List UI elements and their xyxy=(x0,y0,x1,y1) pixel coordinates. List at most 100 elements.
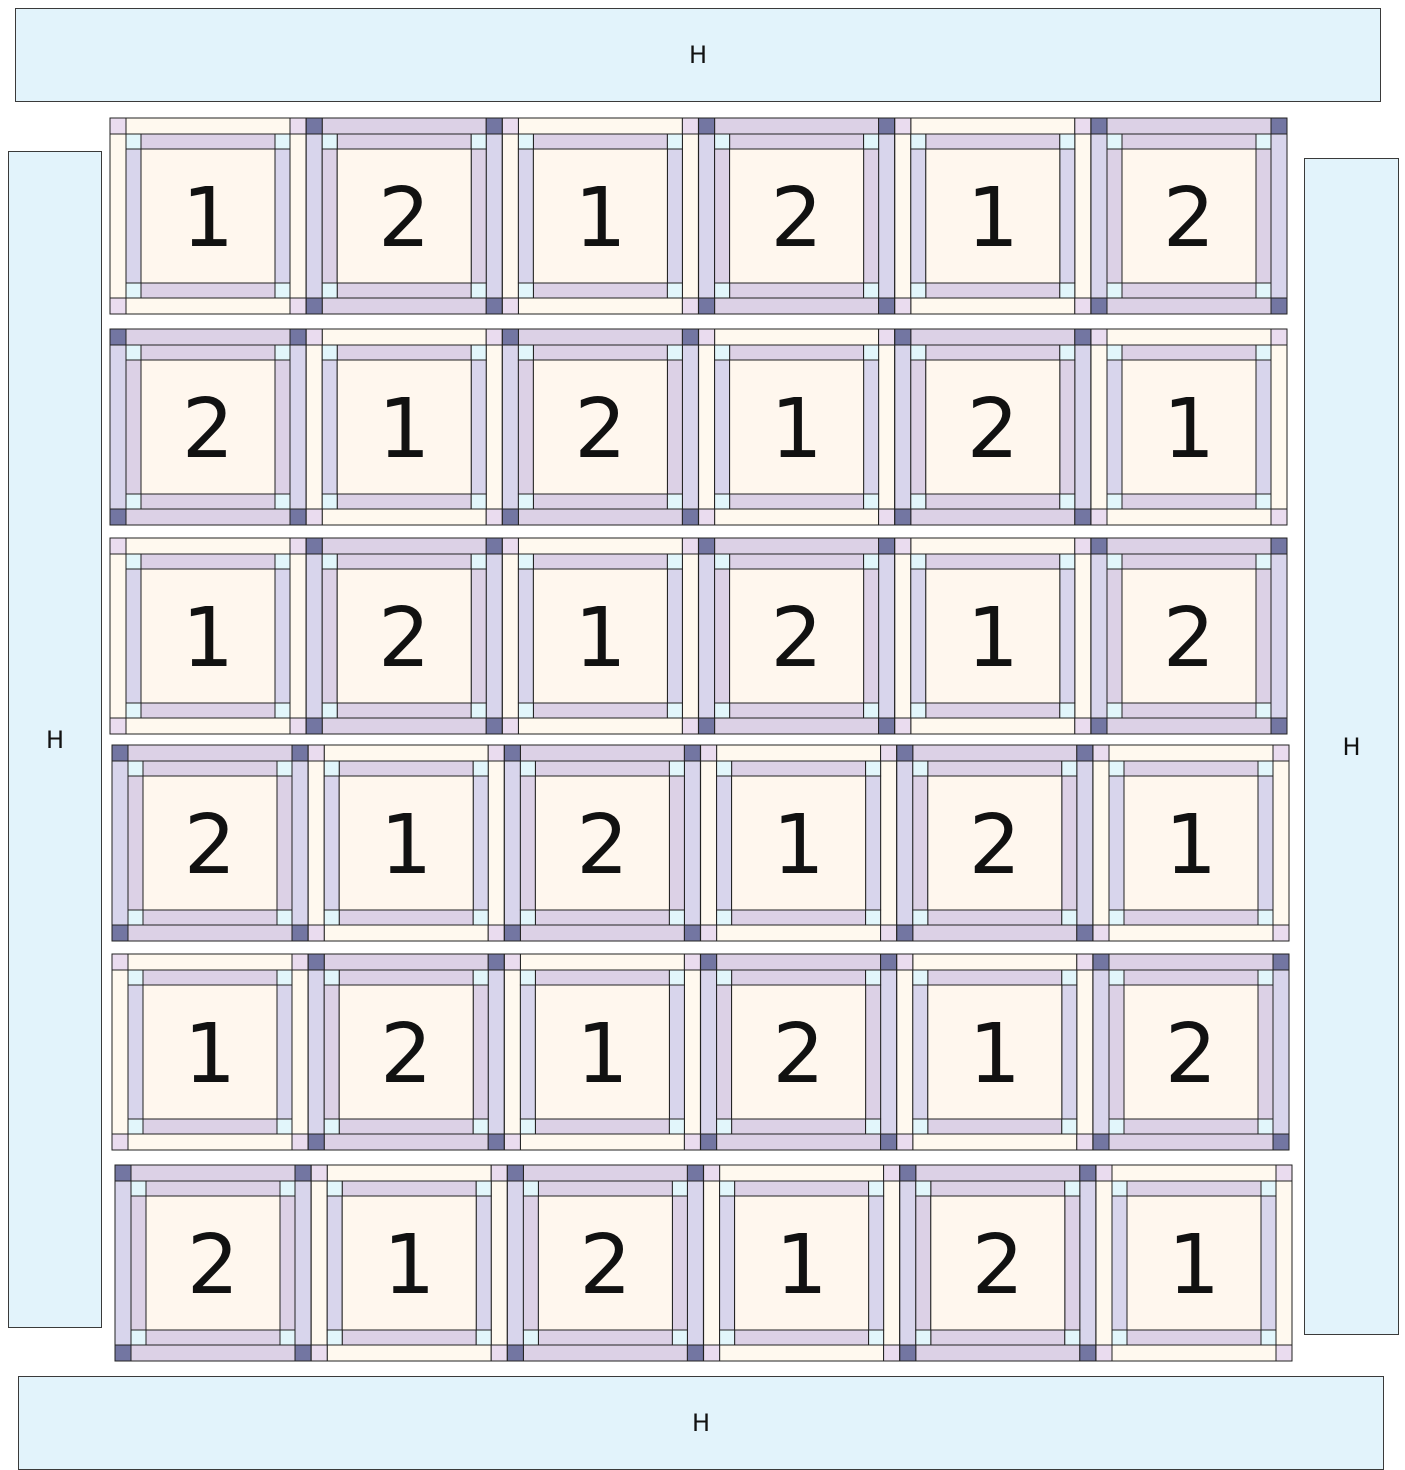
cornerstone-outer xyxy=(502,329,518,345)
cornerstone-outer xyxy=(1093,1134,1109,1150)
block-number-label: 1 xyxy=(967,591,1019,686)
cornerstone-outer xyxy=(897,925,913,941)
outer-strip-top xyxy=(911,118,1075,134)
block-number-label: 2 xyxy=(1163,171,1215,266)
cornerstone-outer xyxy=(1091,118,1107,134)
cornerstone-outer xyxy=(897,954,913,970)
outer-strip-left xyxy=(1091,134,1107,298)
inner-strip-right xyxy=(476,1196,491,1330)
cornerstone-inner xyxy=(126,554,141,569)
inner-strip-bottom xyxy=(730,703,864,718)
cornerstone-outer xyxy=(881,745,897,761)
quilt-block: 1 xyxy=(311,1165,507,1361)
outer-strip-left xyxy=(895,554,911,718)
outer-strip-bottom xyxy=(126,718,290,734)
cornerstone-outer xyxy=(684,1134,700,1150)
cornerstone-inner xyxy=(520,970,535,985)
outer-strip-bottom xyxy=(126,509,290,525)
outer-strip-bottom xyxy=(911,509,1075,525)
quilt-block: 1 xyxy=(699,329,895,525)
inner-strip-left xyxy=(916,1196,931,1330)
cornerstone-inner xyxy=(1256,494,1271,509)
outer-strip-right xyxy=(1075,345,1091,509)
inner-strip-top xyxy=(535,761,669,776)
inner-strip-bottom xyxy=(146,1330,280,1345)
outer-strip-left xyxy=(699,134,715,298)
inner-strip-bottom xyxy=(735,1330,869,1345)
cornerstone-inner xyxy=(520,910,535,925)
outer-strip-right xyxy=(290,345,306,509)
block-number-label: 2 xyxy=(574,382,626,477)
cornerstone-outer xyxy=(112,745,128,761)
outer-strip-bottom xyxy=(717,925,881,941)
inner-strip-top xyxy=(1124,970,1258,985)
block-number-label: 1 xyxy=(776,1218,828,1313)
cornerstone-inner xyxy=(1107,703,1122,718)
cornerstone-outer xyxy=(486,538,502,554)
cornerstone-outer xyxy=(292,1134,308,1150)
outer-strip-top xyxy=(324,745,488,761)
cornerstone-outer xyxy=(504,1134,520,1150)
outer-strip-left xyxy=(502,345,518,509)
cornerstone-inner xyxy=(322,703,337,718)
block-number-label: 2 xyxy=(773,1007,825,1102)
cornerstone-inner xyxy=(1065,1181,1080,1196)
cornerstone-outer xyxy=(895,718,911,734)
inner-strip-bottom xyxy=(730,494,864,509)
outer-strip-top xyxy=(913,745,1077,761)
quilt-block: 2 xyxy=(699,118,895,314)
cornerstone-inner xyxy=(280,1330,295,1345)
cornerstone-outer xyxy=(290,718,306,734)
inner-strip-right xyxy=(1060,360,1075,494)
cornerstone-outer xyxy=(306,118,322,134)
cornerstone-inner xyxy=(518,134,533,149)
cornerstone-outer xyxy=(306,298,322,314)
inner-strip-top xyxy=(931,1181,1065,1196)
outer-strip-top xyxy=(126,538,290,554)
cornerstone-outer xyxy=(682,538,698,554)
outer-strip-left xyxy=(699,554,715,718)
cornerstone-outer xyxy=(110,298,126,314)
inner-strip-bottom xyxy=(1122,283,1256,298)
cornerstone-outer xyxy=(112,925,128,941)
outer-strip-left xyxy=(507,1181,523,1345)
quilt-block: 2 xyxy=(502,329,698,525)
inner-strip-top xyxy=(730,345,864,360)
inner-strip-left xyxy=(523,1196,538,1330)
inner-strip-right xyxy=(280,1196,295,1330)
cornerstone-inner xyxy=(1256,703,1271,718)
quilt-block: 1 xyxy=(504,954,700,1150)
outer-strip-bottom xyxy=(913,925,1077,941)
inner-strip-bottom xyxy=(1122,494,1256,509)
inner-strip-bottom xyxy=(337,494,471,509)
cornerstone-outer xyxy=(290,118,306,134)
block-number-label: 1 xyxy=(184,1007,236,1102)
cornerstone-inner xyxy=(669,970,684,985)
inner-strip-right xyxy=(1258,985,1273,1119)
cornerstone-outer xyxy=(881,1134,897,1150)
cornerstone-inner xyxy=(1258,1119,1273,1134)
inner-strip-top xyxy=(1127,1181,1261,1196)
cornerstone-inner xyxy=(131,1330,146,1345)
inner-strip-bottom xyxy=(928,910,1062,925)
inner-strip-right xyxy=(866,985,881,1119)
outer-strip-left xyxy=(900,1181,916,1345)
cornerstone-outer xyxy=(879,118,895,134)
inner-strip-right xyxy=(672,1196,687,1330)
outer-strip-left xyxy=(308,970,324,1134)
inner-strip-right xyxy=(1060,569,1075,703)
cornerstone-inner xyxy=(1060,703,1075,718)
cornerstone-inner xyxy=(1256,134,1271,149)
cornerstone-outer xyxy=(881,954,897,970)
inner-strip-left xyxy=(913,985,928,1119)
inner-strip-top xyxy=(143,761,277,776)
cornerstone-inner xyxy=(327,1181,342,1196)
quilt-block: 1 xyxy=(306,329,502,525)
cornerstone-outer xyxy=(488,954,504,970)
inner-strip-left xyxy=(322,149,337,283)
outer-strip-left xyxy=(306,345,322,509)
outer-strip-bottom xyxy=(322,718,486,734)
outer-strip-bottom xyxy=(131,1345,295,1361)
cornerstone-inner xyxy=(322,554,337,569)
cornerstone-outer xyxy=(682,118,698,134)
